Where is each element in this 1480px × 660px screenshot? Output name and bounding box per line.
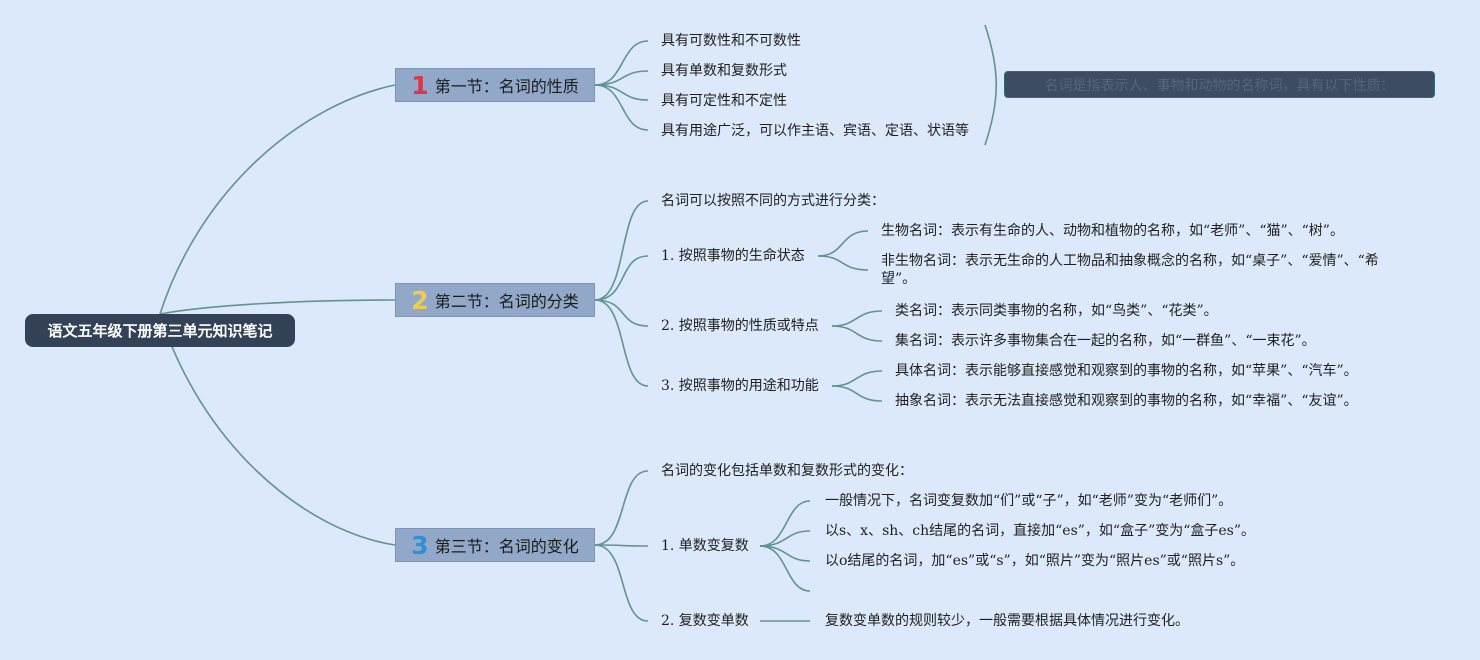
s2-intro[interactable]: 名词可以按照不同的方式进行分类：: [661, 193, 885, 209]
link-s3-intro: [594, 470, 649, 546]
s1-item-2[interactable]: 具有单数和复数形式: [661, 63, 787, 79]
link-g22-b: [831, 325, 883, 342]
summary-bracket: [984, 24, 998, 146]
link-s1-c3: [594, 84, 649, 101]
s3-g2-item-1[interactable]: 复数变单数的规则较少，一般需要根据具体情况进行变化。: [825, 613, 1189, 629]
link-s2-g3: [594, 299, 649, 387]
link-g31-c: [759, 545, 811, 562]
section-3-label: 第三节：名词的变化: [434, 537, 579, 556]
link-g23-b: [831, 385, 883, 402]
s2-g1-item-2[interactable]: 非生物名词：表示无生命的人工物品和抽象概念的名称，如“桌子”、“爱情”、“希 望…: [881, 252, 1379, 288]
link-g31-a: [759, 500, 811, 547]
section-2-topic[interactable]: 2 第二节：名词的分类: [395, 283, 595, 317]
s1-item-4[interactable]: 具有用途广泛，可以作主语、宾语、定语、状语等: [661, 123, 969, 139]
number-3-icon: 3: [411, 530, 429, 560]
s2-g2-item-1[interactable]: 类名词：表示同类事物的名称，如“鸟类”、“花类”。: [895, 303, 1218, 319]
link-g23-a: [831, 370, 883, 387]
s2-g1-item-2-line-1: 非生物名词：表示无生命的人工物品和抽象概念的名称，如“桌子”、“爱情”、“希: [881, 253, 1379, 269]
link-root-s1: [159, 84, 396, 315]
number-2-icon: 2: [411, 285, 429, 315]
s2-group-3[interactable]: 3. 按照事物的用途和功能: [661, 378, 819, 394]
link-s3-g2: [594, 544, 649, 622]
link-s1-c2: [594, 70, 649, 86]
s2-group-2[interactable]: 2. 按照事物的性质或特点: [661, 318, 819, 334]
s2-g1-item-2-line-2: 望”。: [881, 271, 917, 287]
link-g21-a: [817, 230, 869, 257]
link-s2-g2: [594, 299, 649, 327]
s2-g1-item-1[interactable]: 生物名词：表示有生命的人、动物和植物的名称，如“老师”、“猫”、“树”。: [881, 223, 1344, 239]
s3-g1-item-2[interactable]: 以s、x、sh、ch结尾的名词，直接加“es”，如“盒子”变为“盒子es”。: [825, 523, 1256, 539]
link-s3-g1: [594, 544, 649, 547]
number-1-icon: 1: [411, 70, 429, 100]
link-s2-intro: [594, 200, 649, 301]
s2-g3-item-2[interactable]: 抽象名词：表示无法直接感觉和观察到的事物的名称，如“幸福”、“友谊”。: [895, 393, 1358, 409]
link-s2-g1: [594, 255, 649, 301]
s3-group-1[interactable]: 1. 单数变复数: [661, 538, 749, 554]
s2-group-1[interactable]: 1. 按照事物的生命状态: [661, 248, 805, 264]
root-topic[interactable]: 语文五年级下册第三单元知识笔记: [25, 314, 295, 347]
section-3-topic[interactable]: 3 第三节：名词的变化: [395, 528, 595, 562]
section-2-label: 第二节：名词的分类: [434, 292, 579, 311]
link-g21-b: [817, 255, 869, 271]
s2-g2-item-2[interactable]: 集名词：表示许多事物集合在一起的名称，如“一群鱼”、“一束花”。: [895, 333, 1316, 349]
s3-group-2[interactable]: 2. 复数变单数: [661, 613, 749, 629]
summary-note[interactable]: 名词是指表示人、事物和动物的名称词，具有以下性质：: [1004, 71, 1435, 98]
link-g31-b: [759, 530, 811, 547]
link-s1-c1: [594, 40, 649, 86]
s1-item-3[interactable]: 具有可定性和不定性: [661, 93, 787, 109]
link-s1-c4: [594, 84, 649, 131]
link-root-s3: [159, 313, 396, 546]
s3-g1-item-3[interactable]: 以o结尾的名词，加“es”或“s”，如“照片”变为“照片es”或“照片s”。: [825, 553, 1245, 569]
s1-item-1[interactable]: 具有可数性和不可数性: [661, 33, 801, 49]
section-1-label: 第一节：名词的性质: [434, 77, 579, 96]
section-1-topic[interactable]: 1 第一节：名词的性质: [395, 68, 595, 102]
link-g31-d: [759, 545, 811, 592]
s2-g3-item-1[interactable]: 具体名词：表示能够直接感觉和观察到的事物的名称，如“苹果”、“汽车”。: [895, 363, 1358, 379]
link-root-s2: [159, 299, 396, 315]
link-g22-a: [831, 310, 883, 327]
s3-g1-item-1[interactable]: 一般情况下，名词变复数加“们”或“子”，如“老师”变为“老师们”。: [825, 493, 1233, 509]
s3-intro[interactable]: 名词的变化包括单数和复数形式的变化：: [661, 463, 913, 479]
